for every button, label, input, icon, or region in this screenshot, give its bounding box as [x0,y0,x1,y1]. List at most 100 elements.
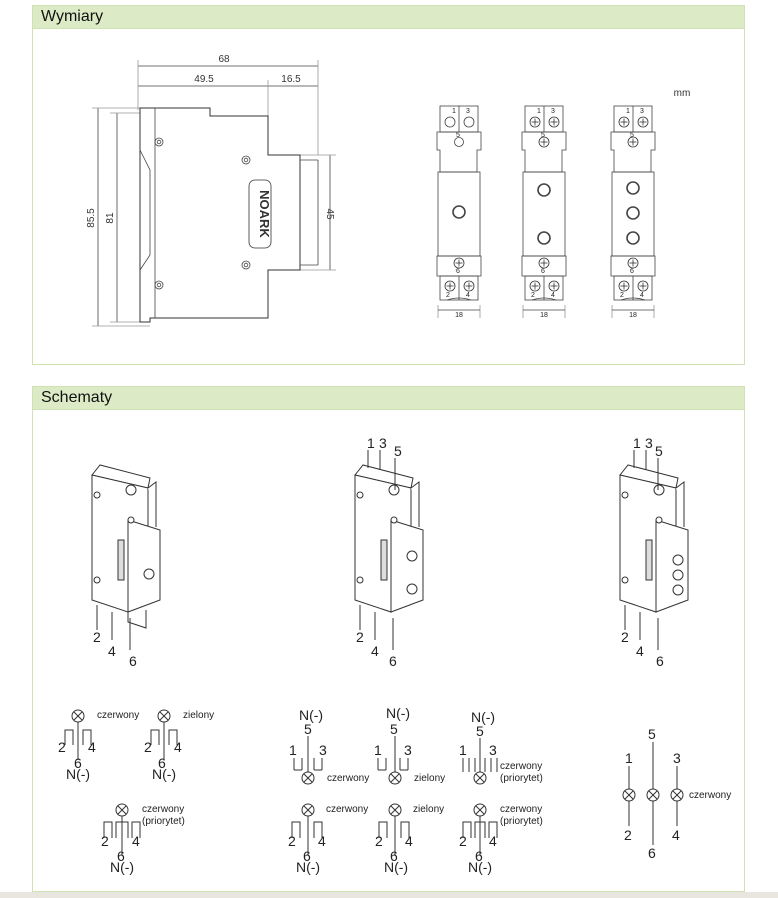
dim-width-top: 16.5 [281,74,301,85]
d3-t4: 4 [636,643,644,659]
w3-t3: 3 [673,750,681,766]
d1-t2: 2 [93,629,101,645]
wiring-2f [462,803,498,855]
fv3-t1: 1 [626,108,630,115]
d2-t3: 3 [379,435,387,451]
fv2-t1: 1 [537,108,541,115]
front-view-1 [436,105,482,318]
w3-t5: 5 [648,726,656,742]
w3-t2: 2 [624,827,632,843]
wiring-3 [622,742,684,845]
w2f-t6: 6 [475,848,483,864]
wiring-1b [150,709,178,760]
fv1-t2: 2 [446,292,450,299]
w2c-red: czerwony [500,761,542,772]
w2d-n: N(-) [296,859,320,875]
w2d-t2: 2 [288,833,296,849]
fv1-t4: 4 [466,292,470,299]
dim-width-total: 68 [218,54,230,65]
fv1-width: 18 [455,312,463,319]
w1b-t4: 4 [174,739,182,755]
fv2-t2: 2 [531,292,535,299]
w2c-priority: (priorytet) [500,773,543,784]
wiring-2d [291,803,323,855]
unit-label: mm [674,88,691,99]
w2a-red: czerwony [327,773,369,784]
wiring-1a [64,709,92,760]
w1b-green: zielony [183,710,214,721]
w1a-red: czerwony [97,710,139,721]
fv3-t6: 6 [630,268,634,275]
schematics-title: Schematy [33,387,744,410]
w1a-t4: 4 [88,739,96,755]
d2-t5: 5 [394,443,402,459]
fv3-width: 18 [629,312,637,319]
dimensions-title: Wymiary [33,6,744,29]
w2c-n: N(-) [471,709,495,725]
fv3-t2: 2 [620,292,624,299]
d3-t5: 5 [655,443,663,459]
d3-t1: 1 [633,435,641,451]
w1c-n: N(-) [110,859,134,875]
w1a-t6: 6 [74,755,82,771]
w1c-priority: (priorytet) [142,816,185,827]
w1c-red: czerwony [142,804,184,815]
fv2-t4: 4 [551,292,555,299]
w2c-t1: 1 [459,742,467,758]
d2-t4: 4 [371,643,379,659]
d2-t6: 6 [389,653,397,669]
fv1-t1: 1 [452,108,456,115]
dim-height-total: 85.5 [86,208,97,228]
brand-logo: NOARK [257,190,272,238]
device-3d-1 [91,464,161,650]
w3-red: czerwony [689,790,731,801]
fv3-t3: 3 [640,108,644,115]
w1b-t2: 2 [144,739,152,755]
fv2-width: 18 [540,312,548,319]
w2e-green: zielony [413,804,444,815]
w2f-red: czerwony [500,804,542,815]
front-view-3 [610,105,656,318]
w2f-t2: 2 [459,833,467,849]
w2b-t1: 1 [374,742,382,758]
w2d-t6: 6 [303,848,311,864]
d1-t4: 4 [108,643,116,659]
side-view-drawing [92,60,336,327]
w2f-n: N(-) [468,859,492,875]
w2a-t5: 5 [304,721,312,737]
d3-t3: 3 [645,435,653,451]
bottom-bar [0,892,778,898]
d2-t2: 2 [356,629,364,645]
fv1-t6: 6 [456,268,460,275]
fv1-t3: 3 [466,108,470,115]
w2f-t4: 4 [489,833,497,849]
wiring-2e [378,803,410,855]
w2f-priority: (priorytet) [500,816,543,827]
wiring-2b [377,736,409,785]
fv3-t5: 5 [630,132,634,139]
w2e-n: N(-) [384,859,408,875]
d3-t2: 2 [621,629,629,645]
w3-t4: 4 [672,827,680,843]
wiring-2a [293,736,323,785]
w2e-t4: 4 [405,833,413,849]
fv2-t6: 6 [541,268,545,275]
d2-t1: 1 [367,435,375,451]
w2e-t2: 2 [375,833,383,849]
w1c-t6: 6 [117,848,125,864]
w2c-t3: 3 [489,742,497,758]
dim-height-body: 81 [105,212,116,224]
w2e-t6: 6 [390,848,398,864]
w1c-t2: 2 [101,833,109,849]
fv2-t3: 3 [551,108,555,115]
w1a-n: N(-) [66,766,90,782]
fv1-t5: 5 [456,132,460,139]
d1-t6: 6 [129,653,137,669]
w1a-t2: 2 [58,739,66,755]
fv2-t5: 5 [541,132,545,139]
dim-width-body: 49.5 [194,74,214,85]
wiring-1c [103,803,141,855]
front-view-2 [521,105,567,318]
w1b-n: N(-) [152,766,176,782]
